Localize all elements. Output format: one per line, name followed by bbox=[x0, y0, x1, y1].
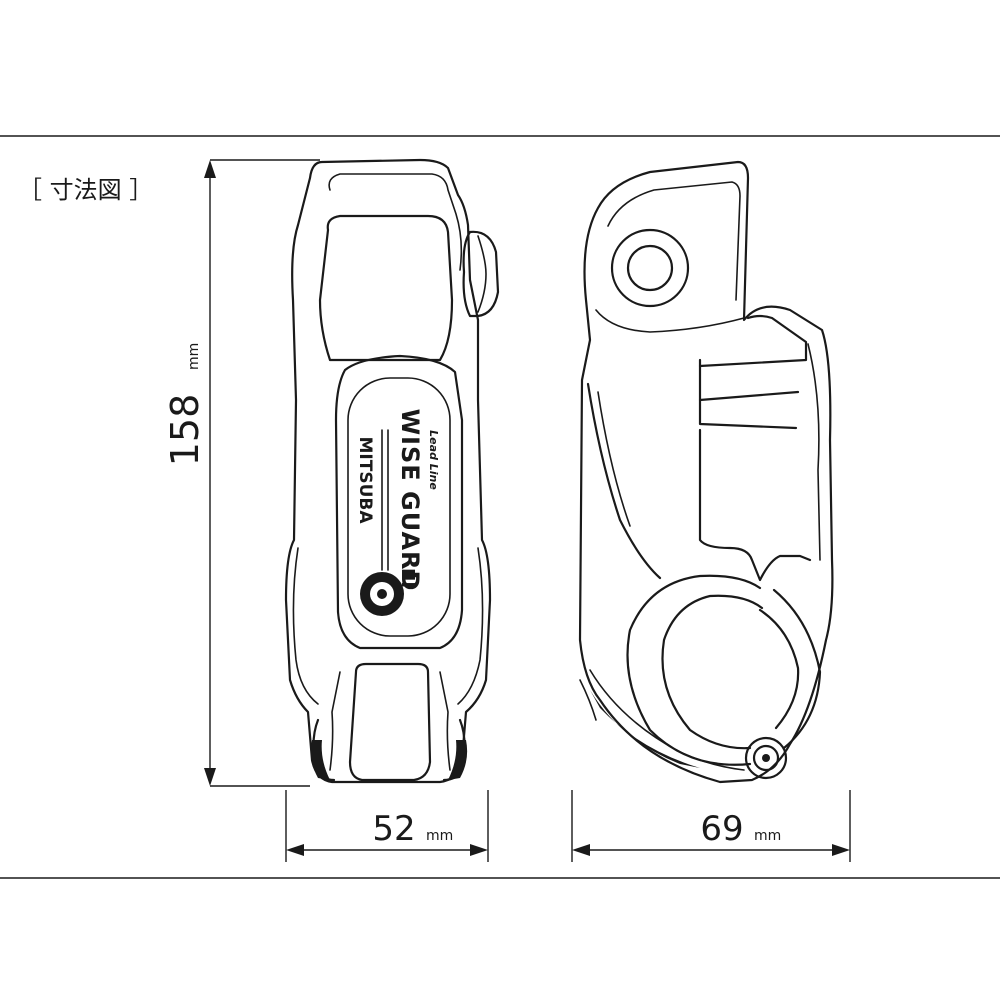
front-width-value-label: 52 bbox=[372, 809, 415, 849]
side-width-value-label: 69 bbox=[700, 809, 743, 849]
logo-tag-text: Lead Line bbox=[427, 430, 440, 490]
section-title: ［ 寸法図 ］ bbox=[18, 176, 153, 204]
side-width-unit-label: mm bbox=[754, 828, 781, 844]
height-dimension: 158 mm bbox=[163, 159, 320, 787]
height-value-label: 158 bbox=[163, 394, 207, 467]
pivot-hole-icon bbox=[610, 228, 690, 308]
side-width-dimension: 69 mm bbox=[571, 790, 851, 862]
front-width-unit-label: mm bbox=[426, 828, 453, 844]
logo-series-text: III bbox=[397, 568, 418, 588]
front-width-dimension: 52 mm bbox=[285, 790, 489, 862]
side-view bbox=[578, 160, 834, 784]
logo-main-text: WISE GUARD bbox=[396, 409, 424, 592]
height-unit-label: mm bbox=[186, 343, 202, 370]
logo-brand-text: MITSUBA bbox=[355, 436, 375, 524]
front-view: WISE GUARD MITSUBA Lead Line III bbox=[284, 158, 500, 784]
bolt-icon bbox=[744, 736, 788, 780]
